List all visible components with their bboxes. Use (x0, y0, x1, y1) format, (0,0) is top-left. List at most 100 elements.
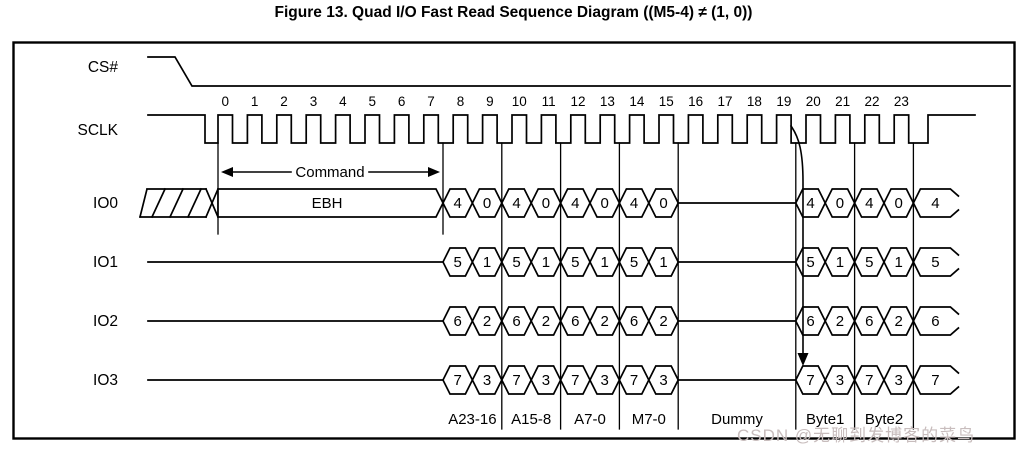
nibble-io3-value: 7 (454, 372, 462, 389)
signal-label-io3: IO3 (93, 372, 118, 389)
clock-number: 5 (368, 94, 376, 109)
clock-number: 17 (718, 94, 733, 109)
nibble-io1-value: 1 (542, 254, 550, 271)
clock-number: 14 (629, 94, 645, 109)
tail-nibble-io0 (912, 188, 960, 205)
arrowhead-down-icon (797, 353, 809, 366)
clock-number: 10 (512, 94, 527, 109)
command-opcode: EBH (312, 195, 343, 212)
nibble-io2-value: 2 (542, 313, 550, 330)
arrowhead-right-icon (428, 167, 440, 177)
clock-number: 3 (310, 94, 318, 109)
hatch-line (186, 187, 203, 219)
tail-nibble-io3 (912, 365, 960, 382)
nibble-io3-value: 3 (659, 372, 667, 389)
signal-label-sclk: SCLK (78, 122, 119, 139)
waveform-cs (147, 56, 1011, 87)
nibble-io0-value: 4 (571, 195, 579, 212)
nibble-io0-value: 0 (659, 195, 667, 212)
clock-number: 16 (688, 94, 703, 109)
tail-nibble-io0-value: 4 (931, 195, 939, 212)
nibble-io0-value: 0 (836, 195, 844, 212)
hatch-edge (138, 187, 207, 219)
nibble-io3-value: 7 (571, 372, 579, 389)
tail-nibble-io1 (912, 247, 960, 264)
nibble-io0-value: 4 (806, 195, 814, 212)
clock-number: 21 (835, 94, 850, 109)
nibble-io0-value: 4 (512, 195, 520, 212)
clock-number: 11 (542, 94, 556, 109)
nibble-io0-value: 0 (895, 195, 903, 212)
nibble-io3-value: 7 (630, 372, 638, 389)
clock-number: 15 (659, 94, 674, 109)
nibble-io3-value: 7 (806, 372, 814, 389)
hatch-line (150, 187, 167, 219)
nibble-io1-value: 1 (659, 254, 667, 271)
signal-label-io2: IO2 (93, 313, 118, 330)
clock-number: 0 (221, 94, 229, 109)
tail-nibble-io2 (912, 319, 960, 336)
nibble-io2-value: 6 (630, 313, 638, 330)
clock-number: 18 (747, 94, 762, 109)
tail-nibble-io2-value: 6 (931, 313, 939, 330)
nibble-io3-value: 3 (895, 372, 903, 389)
nibble-io3-value: 7 (512, 372, 520, 389)
nibble-io0-value: 4 (630, 195, 638, 212)
clock-number: 19 (776, 94, 791, 109)
nibble-io1-value: 1 (895, 254, 903, 271)
nibble-io2-value: 6 (454, 313, 462, 330)
curved-arrow-line (789, 124, 804, 355)
nibble-io1-value: 1 (836, 254, 844, 271)
clock-number: 6 (398, 94, 406, 109)
signal-label-cs: CS# (88, 59, 119, 76)
undefined-hatch (138, 187, 220, 219)
clock-number: 22 (865, 94, 880, 109)
nibble-io0-value: 0 (542, 195, 550, 212)
clock-number: 8 (457, 94, 465, 109)
nibble-io1-value: 5 (865, 254, 873, 271)
command-box (217, 188, 444, 218)
nibble-io2-value: 2 (601, 313, 609, 330)
nibble-io1-value: 5 (454, 254, 462, 271)
nibble-io2-value: 6 (512, 313, 520, 330)
nibble-io0-value: 0 (483, 195, 491, 212)
nibble-io2-value: 2 (895, 313, 903, 330)
nibble-io1-value: 5 (571, 254, 579, 271)
nibble-io3-value: 3 (836, 372, 844, 389)
clock-number: 12 (571, 94, 586, 109)
nibble-io1-value: 5 (512, 254, 520, 271)
tail-nibble-io3 (912, 378, 960, 395)
clock-number: 13 (600, 94, 615, 109)
nibble-io1-value: 1 (483, 254, 491, 271)
figure-title: Figure 13. Quad I/O Fast Read Sequence D… (274, 4, 753, 21)
nibble-io1-value: 5 (806, 254, 814, 271)
clock-number: 4 (339, 94, 347, 109)
diagram-border (12, 41, 1016, 440)
nibble-io2-value: 2 (659, 313, 667, 330)
command-arrow: Command (221, 164, 440, 181)
nibble-io1-value: 1 (601, 254, 609, 271)
nibble-io1-value: 5 (630, 254, 638, 271)
clock-number: 7 (427, 94, 435, 109)
nibble-io2-value: 6 (571, 313, 579, 330)
arrowhead-left-icon (221, 167, 233, 177)
phase-label-a15-8: A15-8 (511, 411, 551, 428)
waveform-sclk (147, 114, 976, 144)
nibble-io2-value: 2 (483, 313, 491, 330)
tail-nibble-io1-value: 5 (931, 254, 939, 271)
nibble-io0-value: 0 (601, 195, 609, 212)
tail-nibble-io0 (912, 201, 960, 218)
phase-label-dummy: Dummy (711, 411, 763, 428)
clock-number: 20 (806, 94, 821, 109)
nibble-io3-value: 7 (865, 372, 873, 389)
nibble-io0-value: 4 (454, 195, 462, 212)
nibble-io3-value: 3 (601, 372, 609, 389)
nibble-io2-value: 6 (806, 313, 814, 330)
signal-label-io1: IO1 (93, 254, 118, 271)
command-arrow-label: Command (295, 164, 364, 181)
nibble-io2-value: 2 (836, 313, 844, 330)
